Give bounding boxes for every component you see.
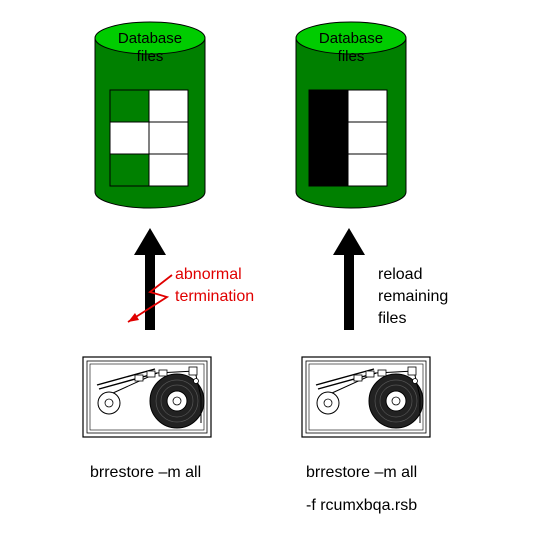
right-file-cell-1-2 <box>347 89 388 123</box>
reload-annotation-line1: reload <box>378 266 422 283</box>
left-file-cell-1-1 <box>109 89 150 123</box>
right-file-cell-3-1 <box>308 153 349 187</box>
right-database-label-line1: Database <box>319 30 383 47</box>
left-file-cell-2-2 <box>148 121 189 155</box>
left-database-cylinder: Database files <box>94 21 206 209</box>
lightning-icon <box>127 274 173 323</box>
left-file-grid <box>109 89 189 187</box>
right-tape-drive-icon <box>301 356 431 438</box>
right-database-cylinder: Database files <box>295 21 407 209</box>
right-file-grid <box>308 89 388 187</box>
left-command: brrestore –m all <box>90 464 201 481</box>
abnormal-termination-line1: abnormal <box>175 266 242 283</box>
right-file-cell-2-2 <box>347 121 388 155</box>
left-database-label-line1: Database <box>118 30 182 47</box>
reload-annotation-line2: remaining <box>378 288 448 305</box>
left-file-cell-3-1 <box>109 153 150 187</box>
right-database-label-line2: files <box>338 48 365 65</box>
right-file-cell-2-1 <box>308 121 349 155</box>
right-file-cell-1-1 <box>308 89 349 123</box>
right-file-cell-3-2 <box>347 153 388 187</box>
abnormal-termination-line2: termination <box>175 288 254 305</box>
right-command-line1: brrestore –m all <box>306 464 417 481</box>
right-command-line2: -f rcumxbqa.rsb <box>306 497 417 514</box>
left-database-label-line2: files <box>137 48 164 65</box>
left-up-arrow <box>134 228 166 330</box>
left-tape-drive-icon <box>82 356 212 438</box>
right-up-arrow <box>333 228 365 330</box>
left-file-cell-3-2 <box>148 153 189 187</box>
reload-annotation-line3: files <box>378 310 406 327</box>
left-file-cell-1-2 <box>148 89 189 123</box>
left-file-cell-2-1 <box>109 121 150 155</box>
